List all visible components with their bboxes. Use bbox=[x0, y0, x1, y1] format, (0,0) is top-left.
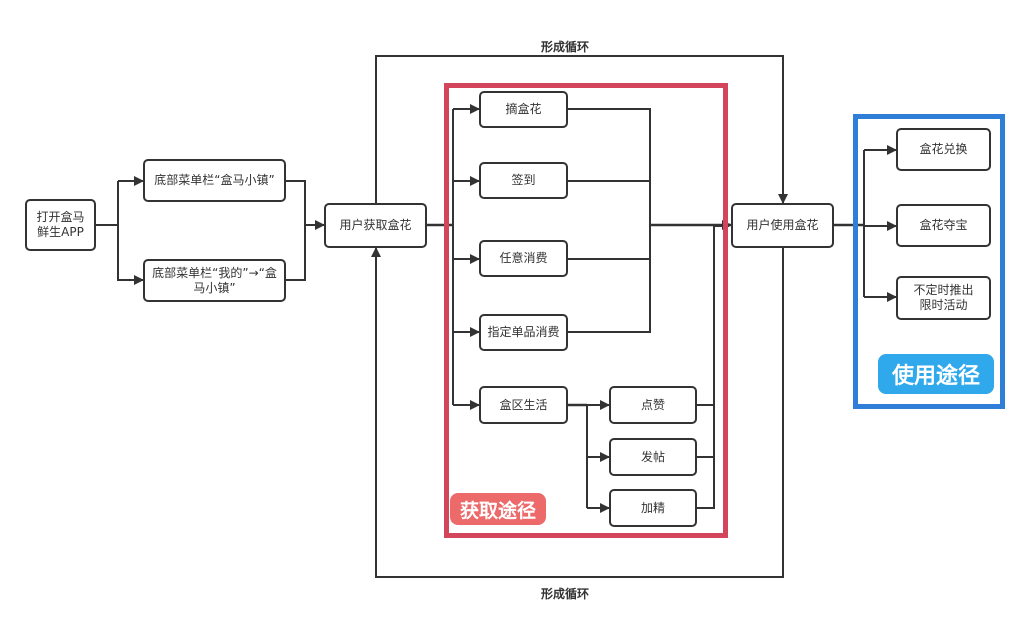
connector-to-menu-mine bbox=[117, 225, 144, 285]
acquire-group-label: 获取途径 bbox=[450, 493, 546, 525]
acquire-group-frame bbox=[444, 83, 728, 538]
connector-open-to-menus bbox=[96, 181, 119, 226]
node-any-purchase[interactable]: 任意消费 bbox=[479, 240, 568, 277]
loop-top bbox=[375, 55, 788, 204]
node-checkin[interactable]: 签到 bbox=[479, 162, 568, 199]
loop-label-bottom: 形成循环 bbox=[541, 587, 590, 601]
node-redeem[interactable]: 盒花兑换 bbox=[896, 128, 991, 171]
use-group-label: 使用途径 bbox=[878, 354, 994, 394]
node-open-app[interactable]: 打开盒马鲜生APP bbox=[25, 199, 96, 251]
node-like[interactable]: 点赞 bbox=[609, 386, 697, 424]
merge-from-pick bbox=[568, 108, 651, 333]
use-group-frame bbox=[853, 114, 1005, 409]
node-menu-town[interactable]: 底部菜单栏“盒马小镇” bbox=[143, 159, 286, 202]
node-feature[interactable]: 加精 bbox=[609, 489, 697, 527]
node-user-get[interactable]: 用户获取盒花 bbox=[324, 203, 427, 248]
node-pick[interactable]: 摘盒花 bbox=[479, 91, 568, 128]
node-limited-event[interactable]: 不定时推出限时活动 bbox=[896, 276, 991, 320]
node-treasure[interactable]: 盒花夺宝 bbox=[896, 204, 991, 247]
node-community[interactable]: 盒区生活 bbox=[479, 386, 568, 424]
loop-bottom bbox=[371, 247, 784, 578]
node-specific-purchase[interactable]: 指定单品消费 bbox=[479, 314, 568, 351]
node-post[interactable]: 发帖 bbox=[609, 438, 697, 476]
connector-menu-town-out bbox=[286, 180, 306, 281]
loop-label-top: 形成循环 bbox=[541, 40, 590, 54]
node-user-use[interactable]: 用户使用盒花 bbox=[731, 203, 834, 248]
node-menu-mine[interactable]: 底部菜单栏“我的”→“盒马小镇” bbox=[143, 259, 286, 302]
